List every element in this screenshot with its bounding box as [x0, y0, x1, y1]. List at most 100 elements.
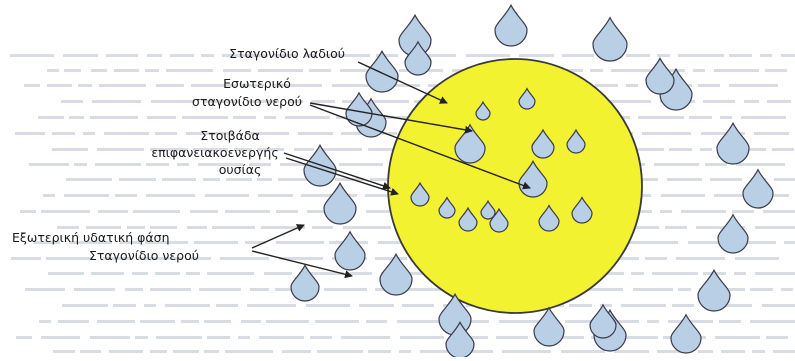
bg-text-stroke [315, 320, 359, 323]
bg-text-stroke [204, 350, 219, 353]
outer-water-droplet [743, 170, 773, 208]
bg-text-stroke [397, 320, 445, 323]
bg-text-stroke [162, 178, 196, 181]
bg-text-stroke [41, 210, 90, 213]
bg-text-stroke [199, 288, 241, 291]
bg-text-stroke [400, 336, 444, 339]
bg-text-stroke [25, 288, 65, 291]
bg-text-stroke [264, 272, 292, 275]
bg-text-stroke [144, 304, 156, 307]
bg-text-stroke [689, 116, 712, 119]
bg-text-stroke [734, 272, 746, 275]
bg-text-stroke [86, 226, 121, 229]
bg-text-stroke [359, 304, 394, 307]
bg-text-stroke [80, 350, 101, 353]
bg-text-stroke [750, 320, 795, 323]
bg-text-stroke [114, 69, 139, 72]
bg-text-stroke [341, 336, 390, 339]
bg-text-stroke [24, 84, 40, 87]
bg-text-stroke [562, 54, 594, 57]
bg-text-stroke [765, 69, 787, 72]
bg-text-stroke [212, 226, 255, 229]
bg-text-stroke [715, 336, 760, 339]
label-outer-phase-line1: Εξωτερική υδατική φάση [12, 230, 170, 245]
bg-text-stroke [660, 210, 672, 213]
bg-text-stroke [631, 272, 644, 275]
bg-text-stroke [203, 178, 220, 181]
bg-text-stroke [496, 336, 528, 339]
bg-text-stroke [207, 272, 254, 275]
bg-text-stroke [698, 350, 713, 353]
bg-text-stroke [91, 272, 124, 275]
bg-text-stroke [721, 350, 745, 353]
bg-text-stroke [729, 84, 778, 87]
bg-text-stroke [282, 350, 311, 353]
bg-text-stroke [614, 350, 649, 353]
bg-text-stroke [499, 320, 539, 323]
bg-text-stroke [97, 320, 135, 323]
bg-text-stroke [365, 194, 389, 197]
bg-text-stroke [150, 288, 191, 291]
bg-text-stroke [665, 226, 687, 229]
outer-water-droplet [495, 5, 527, 46]
bg-text-stroke [147, 116, 176, 119]
bg-text-stroke [312, 226, 333, 229]
outer-water-droplet [335, 232, 365, 270]
bg-text-stroke [165, 304, 210, 307]
bg-text-stroke [194, 241, 238, 244]
bg-text-stroke [204, 320, 231, 323]
bg-text-stroke [173, 350, 199, 353]
bg-text-stroke [132, 272, 148, 275]
bg-text-stroke [53, 350, 75, 353]
bg-text-stroke [784, 241, 795, 244]
bg-text-stroke [399, 350, 411, 353]
bg-text-stroke [471, 350, 493, 353]
bg-text-stroke [700, 148, 712, 151]
outer-water-droplet [534, 308, 564, 346]
bg-text-stroke [750, 288, 773, 291]
oil-droplet [388, 59, 642, 313]
bg-text-stroke [259, 336, 304, 339]
bg-text-stroke [16, 336, 32, 339]
bg-text-stroke [38, 116, 64, 119]
bg-text-stroke [294, 148, 314, 151]
label-surfactant-line1: Στοιβάδα [165, 128, 295, 143]
bg-text-stroke [720, 116, 732, 119]
outer-water-droplet [380, 254, 412, 295]
bg-text-stroke [755, 226, 795, 229]
bg-text-stroke [90, 116, 138, 119]
bg-text-stroke [48, 272, 84, 275]
bg-text-stroke [276, 241, 324, 244]
bg-text-stroke [324, 288, 367, 291]
bg-text-stroke [98, 210, 128, 213]
bg-text-stroke [46, 257, 93, 260]
bg-text-stroke [104, 132, 149, 135]
outer-water-droplet [593, 18, 627, 61]
bg-text-stroke [466, 54, 510, 57]
bg-text-stroke [350, 272, 372, 275]
bg-text-stroke [368, 350, 391, 353]
bg-text-stroke [626, 54, 650, 57]
outer-water-droplet [291, 265, 319, 301]
bg-text-stroke [250, 288, 269, 291]
bg-text-stroke [39, 320, 51, 323]
bg-text-stroke [64, 69, 81, 72]
bg-text-stroke [57, 226, 79, 229]
bg-text-stroke [595, 84, 618, 87]
bg-text-stroke [258, 69, 303, 72]
bg-text-stroke [156, 336, 202, 339]
bg-text-stroke [763, 210, 795, 213]
bg-text-stroke [223, 69, 251, 72]
outer-water-droplet [698, 270, 730, 311]
bg-text-stroke [43, 194, 55, 197]
bg-text-stroke [561, 350, 605, 353]
bg-text-stroke [52, 148, 88, 151]
bg-text-stroke [127, 226, 145, 229]
bg-text-stroke [177, 163, 189, 166]
bg-text-stroke [226, 178, 252, 181]
bg-text-stroke [375, 257, 407, 260]
bg-text-stroke [735, 257, 779, 260]
bg-text-stroke [241, 320, 261, 323]
bg-text-stroke [61, 100, 83, 103]
bg-text-stroke [698, 84, 720, 87]
